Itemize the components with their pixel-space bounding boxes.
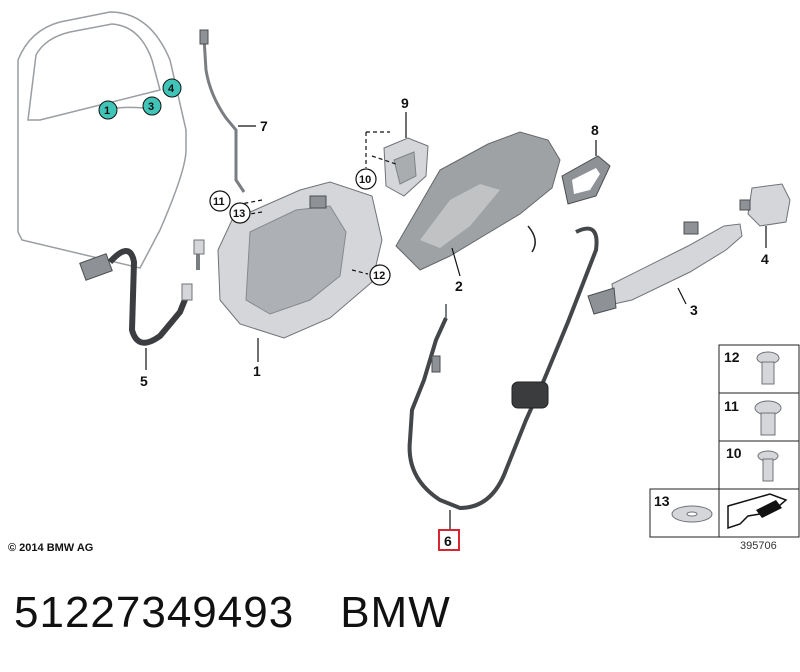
screw-12-icon [756,351,780,385]
callout-4: 4 [761,251,769,267]
arrow-icon [727,493,788,530]
screw-10-icon [757,450,779,482]
part-4-end-cap: 4 [739,183,791,267]
screw-legend: 12 11 10 13 [649,344,800,538]
door-callout-1 [98,100,118,120]
callout-1: 1 [253,363,261,379]
callout-8: 8 [591,122,599,138]
legend-row-11: 11 [724,398,739,414]
callout-6: 6 [444,533,452,549]
callout-3: 3 [690,302,698,318]
part-1-door-lock: 1 [193,181,383,379]
part-7-rod: 7 [199,29,268,193]
part-3-outer-handle: 3 [587,221,743,318]
rear-door-outline: 1 3 4 [17,11,187,269]
callout-9: 9 [401,95,409,111]
part-8-gasket: 8 [561,122,611,205]
callout-5: 5 [140,373,148,389]
copyright-text: © 2014 BMW AG [8,542,94,554]
part-5-cable: 5 [79,248,193,389]
legend-row-13: 13 [654,493,670,509]
legend-row-10: 10 [726,445,742,461]
screw-11-icon [754,400,782,436]
part-number-line: 51227349493 BMW [14,588,451,638]
part-9-striker: 9 [365,95,429,197]
door-callout-3 [142,96,162,116]
part-6-bowden-cable: 6 [407,226,599,551]
part-number: 51227349493 [14,588,295,637]
callout-7: 7 [260,118,268,134]
legend-row-12: 12 [724,349,740,365]
door-callout-4-label: 4 [168,83,175,95]
brand-name: BMW [340,588,451,637]
callout-11: 11 [213,196,225,208]
door-callout-1-label: 1 [104,105,110,117]
callout-13: 13 [233,208,245,220]
callout-10: 10 [359,174,371,186]
diagram-reference-code: 395706 [740,540,777,552]
callout-12: 12 [373,270,385,282]
part-2-handle-carrier: 2 [395,131,561,294]
washer-13-icon [671,505,713,523]
highlight-box-6 [438,529,460,551]
door-callout-3-label: 3 [148,101,154,113]
parts-diagram: 1 3 4 7 1 11 13 12 10 [17,11,800,551]
callout-2: 2 [455,278,463,294]
circle-callouts: 11 13 12 10 [209,168,391,286]
door-callout-4 [162,78,182,98]
